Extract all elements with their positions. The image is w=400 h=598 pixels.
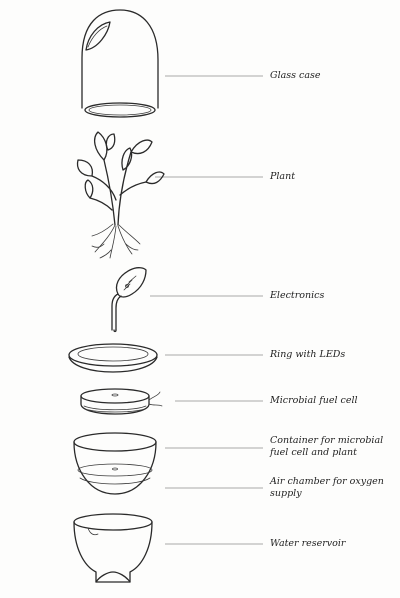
ring-drawing (68, 343, 158, 373)
label-plant: Plant (270, 171, 296, 182)
label-water-reservoir: Water reservoir (270, 538, 346, 549)
label-electronics: Electronics (270, 290, 325, 301)
label-microbial-fuel-cell: Microbial fuel cell (270, 395, 358, 406)
label-container: Container for microbial fuel cell and pl… (270, 435, 384, 458)
label-glass-case: Glass case (270, 70, 321, 81)
plant-drawing (76, 131, 165, 259)
water-reservoir-drawing (73, 513, 153, 583)
microbial-fuel-cell-drawing (80, 388, 163, 415)
glass-case-drawing (81, 9, 159, 118)
label-ring-with-leds: Ring with LEDs (270, 349, 346, 360)
container-drawing (73, 432, 157, 495)
electronics-drawing (111, 267, 147, 333)
label-air-chamber: Air chamber for oxygen supply (270, 476, 384, 499)
